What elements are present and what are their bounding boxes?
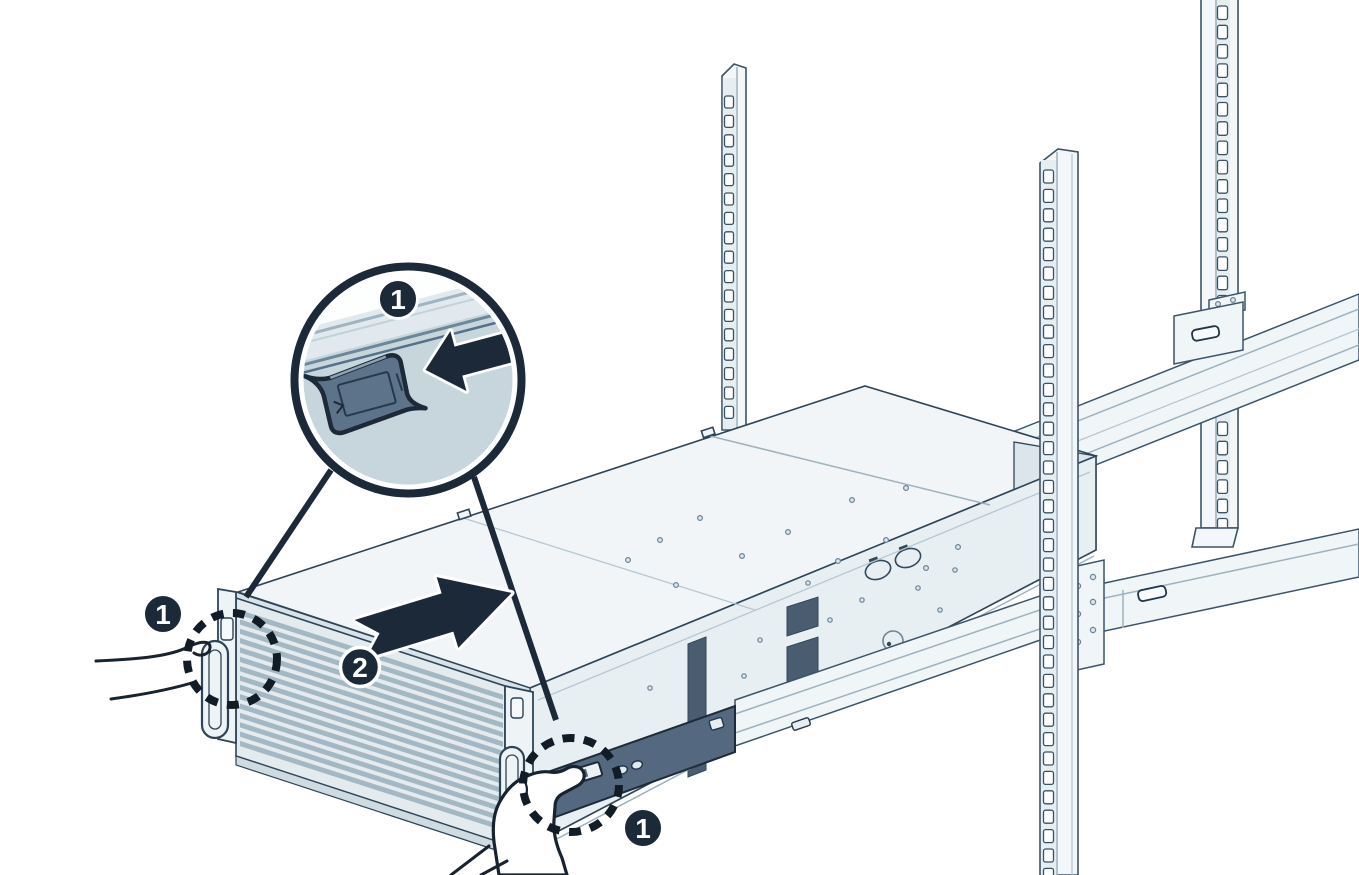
left-handle	[200, 639, 230, 740]
rail-bracket-rear	[1173, 291, 1246, 365]
side-screw-dots	[647, 567, 958, 691]
badge-step-callout: 1	[377, 278, 419, 320]
svg-text:2: 2	[352, 652, 368, 683]
rear-right-rack-post	[1191, 0, 1240, 548]
screw-dots	[624, 485, 961, 588]
press-direction-arrow	[422, 328, 514, 394]
svg-text:1: 1	[390, 284, 406, 315]
push-direction-arrow	[351, 574, 515, 662]
callout-leader-lines	[243, 468, 559, 721]
left-hand	[94, 640, 212, 701]
front-vents	[240, 610, 503, 831]
dashed-circle-left-latch	[183, 609, 281, 709]
badge-step1-left: 1	[142, 593, 184, 635]
svg-text:1: 1	[155, 599, 171, 630]
post-foot	[1191, 527, 1240, 548]
rear-left-rack-post	[721, 63, 747, 431]
front-right-rack-post	[1039, 148, 1079, 875]
badge-step2-front: 2	[338, 645, 382, 689]
dashed-circle-side-latch	[519, 734, 623, 836]
svg-text:1: 1	[635, 813, 651, 844]
latch-detail-magnifier: 1	[290, 262, 526, 498]
right-slide-rail	[1067, 528, 1359, 673]
badge-step1-bottom: 1	[622, 807, 664, 849]
magnified-latch-button	[302, 353, 428, 436]
